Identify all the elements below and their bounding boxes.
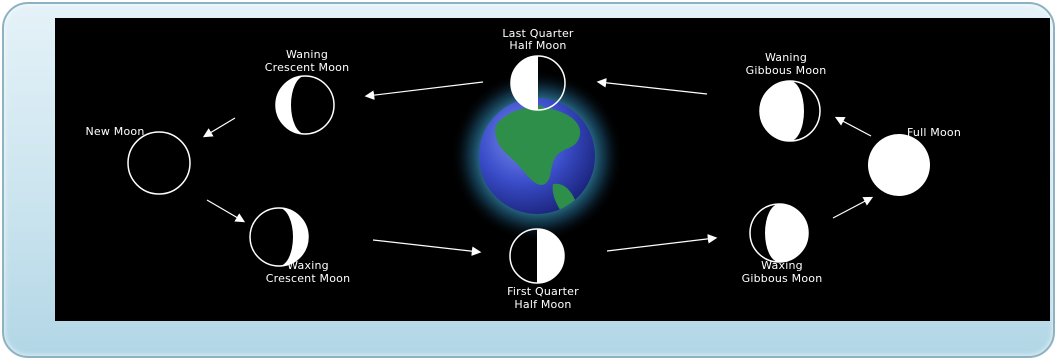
arrow-waxing-crescent-to-first-quarter	[373, 240, 479, 252]
moon-outline	[128, 132, 190, 194]
moon-lit-side	[279, 208, 308, 266]
arrow-first-quarter-to-waxing-gibbous	[607, 238, 715, 251]
label-waning-crescent-line2: Crescent Moon	[265, 61, 350, 74]
moon-lit-side	[760, 81, 804, 141]
moon-full: Full Moon	[868, 126, 961, 196]
label-waning-gibbous-line1: Waning	[765, 51, 807, 64]
moon-waxing-crescent: Waxing Crescent Moon	[250, 208, 350, 285]
moon-waning-crescent: Waning Crescent Moon	[265, 48, 350, 134]
moon-waning-gibbous: Waning Gibbous Moon	[746, 51, 827, 141]
arrow-waning-gibbous-to-last-quarter	[599, 82, 707, 94]
label-new-moon: New Moon	[85, 125, 144, 138]
label-last-quarter-line2: Half Moon	[509, 39, 566, 52]
moon-new: New Moon	[85, 125, 190, 194]
label-first-quarter-line1: First Quarter	[507, 285, 579, 298]
moon-first-quarter: First Quarter Half Moon	[507, 229, 579, 311]
moon-phases-diagram: Last Quarter Half Moon Waning Crescent M…	[55, 18, 1050, 321]
moon-waxing-gibbous: Waxing Gibbous Moon	[742, 204, 823, 285]
label-waning-crescent-line1: Waning	[286, 48, 328, 61]
arrow-last-quarter-to-waning-crescent	[367, 82, 483, 96]
moon-lit-side	[276, 76, 305, 134]
label-waxing-gibbous-line1: Waxing	[761, 259, 803, 272]
arrow-new-moon-to-waxing-crescent	[207, 200, 243, 221]
label-waxing-crescent-line2: Crescent Moon	[266, 272, 351, 285]
moon-disc	[868, 134, 930, 196]
arrow-waning-crescent-to-new-moon	[205, 118, 235, 136]
label-first-quarter-line2: Half Moon	[514, 298, 571, 311]
label-full-moon: Full Moon	[907, 126, 961, 139]
label-waxing-crescent-line1: Waxing	[287, 259, 329, 272]
label-waxing-gibbous-line2: Gibbous Moon	[742, 272, 823, 285]
moon-lit-side	[765, 204, 808, 262]
arrow-waxing-gibbous-to-full-moon	[833, 198, 871, 218]
label-waning-gibbous-line2: Gibbous Moon	[746, 64, 827, 77]
arrow-full-moon-to-waning-gibbous	[837, 118, 871, 136]
